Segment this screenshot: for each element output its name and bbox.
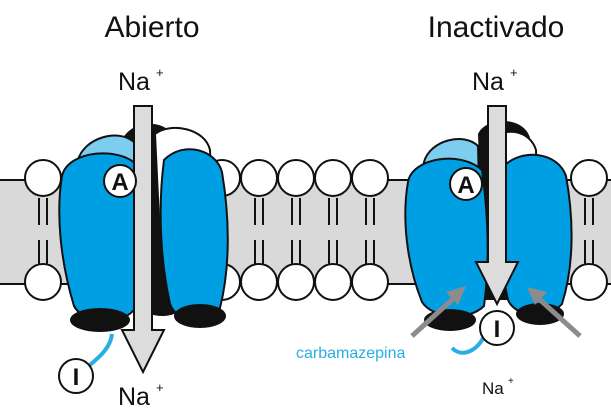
lipid-head [241,264,277,300]
lipid-head [278,264,314,300]
inactivated-state-title: Inactivado [428,11,565,44]
ion-charge: + [510,65,518,80]
activation-gate-label: A [111,169,128,196]
lipid-head [571,264,607,300]
open-state-title: Abierto [104,11,199,44]
lipid-head [25,264,61,300]
open-channel: A I [59,106,228,393]
open-bottom-ion-label: Na + [118,380,164,411]
lipid-head [25,160,61,196]
open-top-ion-label: Na + [118,65,164,96]
channel-front-subunit-right [161,149,228,319]
inactivated-channel: A I [405,106,580,353]
lipid-head [571,160,607,196]
ion-symbol: Na [118,68,150,96]
ion-charge: + [156,65,164,80]
ion-charge: + [508,376,514,387]
inactivated-top-ion-label: Na + [472,65,518,96]
ion-symbol: Na [472,68,504,96]
drug-label: carbamazepina [296,345,406,362]
activation-gate-label: A [457,172,474,199]
inactivated-bottom-ion-label: Na + [482,376,514,398]
lipid-head [241,160,277,196]
ion-symbol: Na [118,383,150,411]
channel-cytoplasmic-domain [174,304,226,328]
ion-charge: + [156,380,164,395]
lipid-head [352,160,388,196]
channel-cytoplasmic-domain [70,308,130,332]
inactivation-gate-label: I [73,364,80,391]
lipid-head [278,160,314,196]
lipid-head [352,264,388,300]
lipid-head [315,160,351,196]
ion-symbol: Na [482,379,504,398]
lipid-head [315,264,351,300]
inactivation-gate-label: I [494,316,501,343]
